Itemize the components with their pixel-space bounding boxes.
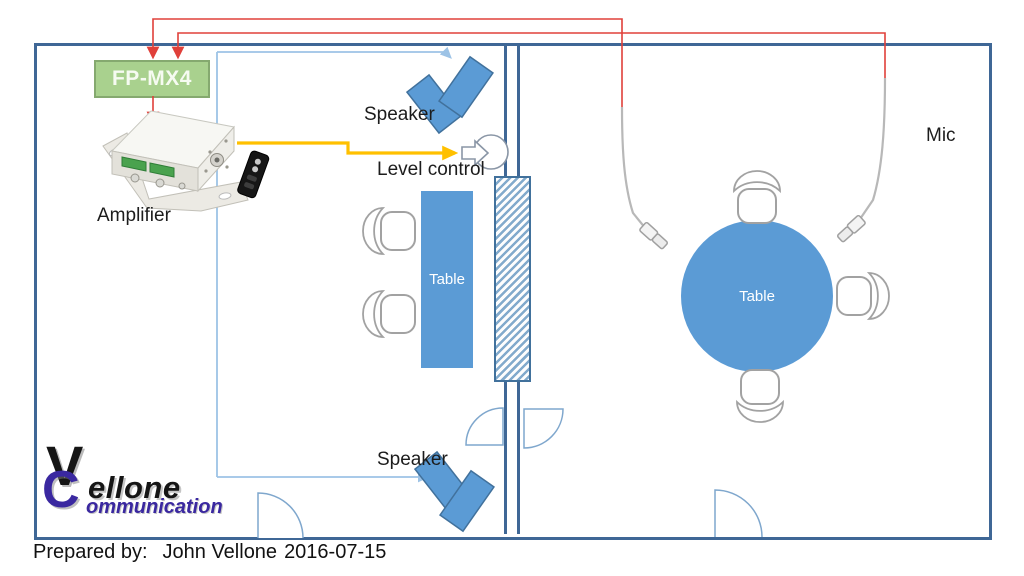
chair-icon <box>733 170 781 224</box>
door-left-of-divider-icon <box>465 407 504 446</box>
logo-word-sub: ommunication <box>86 496 223 518</box>
logo-letter-c: C <box>42 461 80 519</box>
level-control-wire <box>237 141 459 161</box>
mic-wire-right <box>171 32 886 78</box>
round-table: Table <box>681 220 833 372</box>
rect-table: Table <box>421 191 473 368</box>
date: 2016-07-15 <box>284 541 387 563</box>
remote-control-icon <box>237 150 270 199</box>
prepared-by-label: Prepared by: <box>33 541 148 563</box>
chair-icon <box>736 369 784 423</box>
speaker-bottom-icon <box>413 450 495 533</box>
level-control-label: Level control <box>377 159 485 180</box>
fp-mx4-label: FP-MX4 <box>111 67 192 90</box>
rect-table-label: Table <box>429 271 465 288</box>
speaker-wire-top <box>217 46 452 59</box>
mic-label: Mic <box>926 125 956 146</box>
logo-letter-v: V <box>46 434 84 497</box>
door-right-of-divider-icon <box>523 408 564 449</box>
mic-left-icon <box>620 106 669 250</box>
mic-wire-left <box>146 18 623 107</box>
fp-mx4-box: FP-MX4 <box>94 60 210 98</box>
mic-right-icon <box>836 77 887 243</box>
speaker-bottom-label: Speaker <box>377 449 448 470</box>
amplifier-icon <box>102 110 249 212</box>
hatched-wall-icon <box>494 176 531 382</box>
chair-icon <box>362 290 416 338</box>
logo-word-main: ellone <box>88 470 181 505</box>
door-bottom-right-icon <box>714 489 763 538</box>
level-control-icon <box>461 134 509 170</box>
speaker-top-label: Speaker <box>364 104 435 125</box>
amplifier-label: Amplifier <box>97 205 171 226</box>
speaker-top-icon <box>405 55 494 135</box>
outer-wall <box>34 43 992 540</box>
author-name: John Vellone <box>162 541 278 563</box>
door-bottom-left-icon <box>257 492 304 539</box>
chair-icon <box>362 207 416 255</box>
chair-icon <box>836 272 890 320</box>
round-table-label: Table <box>739 287 775 305</box>
footer-note: Prepared by: John Vellone 2016-07-15 <box>33 541 386 564</box>
